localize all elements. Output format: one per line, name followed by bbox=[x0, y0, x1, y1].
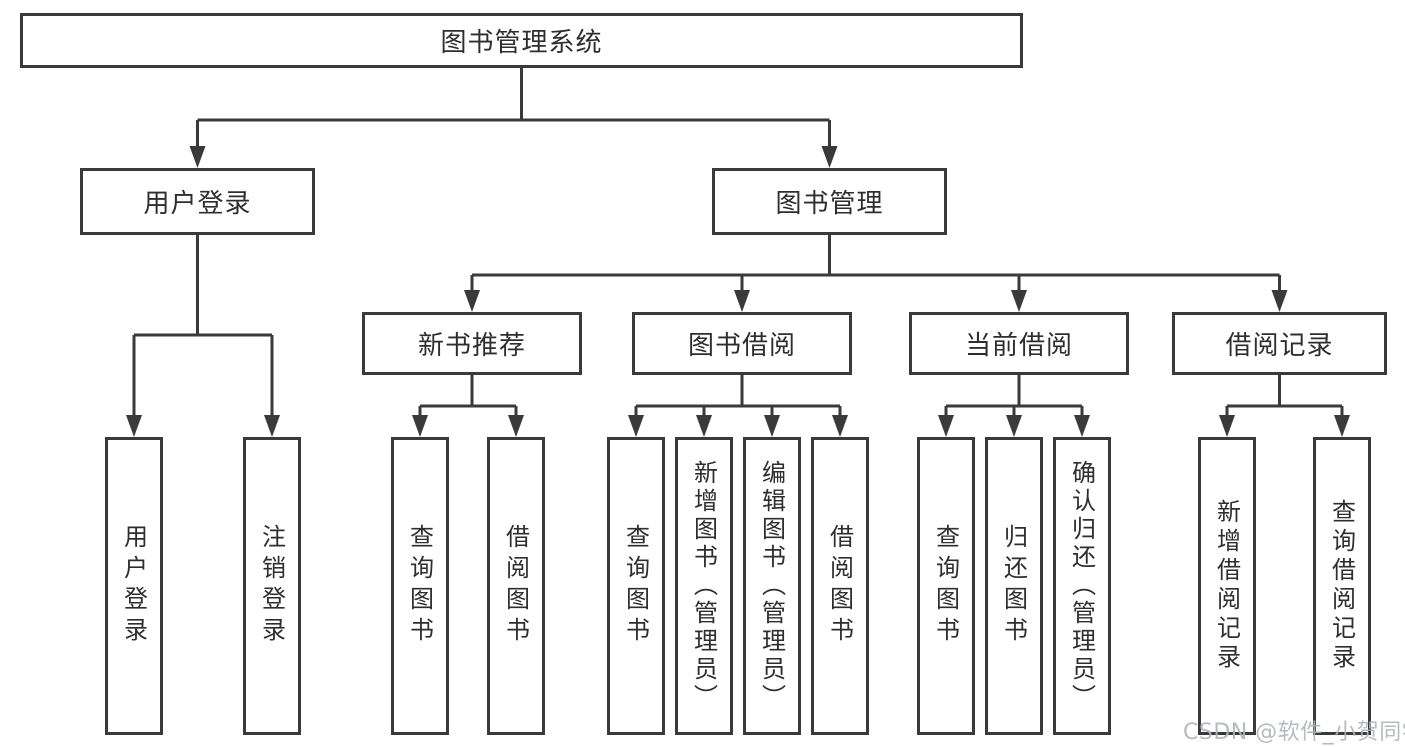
arrowhead-icons bbox=[126, 146, 1350, 437]
node-book-borrowing: 图书借阅 bbox=[632, 312, 852, 375]
node-book-management: 图书管理 bbox=[712, 168, 947, 235]
node-borrow-records: 借阅记录 bbox=[1172, 312, 1387, 375]
node-new-book-recommend: 新书推荐 bbox=[362, 312, 582, 375]
node-logout: 注销登录 bbox=[243, 437, 301, 735]
node-bb-borrow-books: 借阅图书 bbox=[811, 437, 869, 735]
node-cb-query-books: 查询图书 bbox=[917, 437, 975, 735]
node-cb-confirm-return-admin: 确认归还（管理员） bbox=[1053, 437, 1111, 735]
node-bb-add-book-admin: 新增图书（管理员） bbox=[675, 437, 733, 735]
csdn-watermark: CSDN @软件_小贺同学 bbox=[1183, 720, 1405, 745]
node-user-login-group: 用户登录 bbox=[80, 168, 315, 235]
node-library-management-system: 图书管理系统 bbox=[20, 13, 1023, 68]
node-current-borrowing: 当前借阅 bbox=[909, 312, 1129, 375]
node-user-login: 用户登录 bbox=[105, 437, 163, 735]
node-cb-return-books: 归还图书 bbox=[985, 437, 1043, 735]
node-br-query-borrow-record: 查询借阅记录 bbox=[1313, 437, 1371, 735]
node-bb-query-books: 查询图书 bbox=[607, 437, 665, 735]
node-nbr-query-books: 查询图书 bbox=[391, 437, 449, 735]
node-br-add-borrow-record: 新增借阅记录 bbox=[1198, 437, 1256, 735]
node-bb-edit-book-admin: 编辑图书（管理员） bbox=[743, 437, 801, 735]
node-nbr-borrow-books: 借阅图书 bbox=[487, 437, 545, 735]
